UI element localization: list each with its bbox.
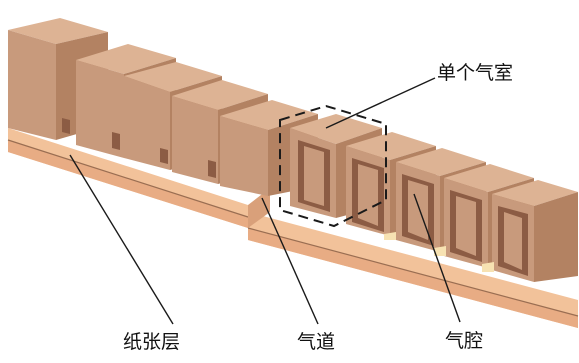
label-air-channel: 气道 xyxy=(297,331,336,353)
label-air-cavity: 气腔 xyxy=(445,330,484,352)
chamber-slots xyxy=(62,118,216,178)
leader-paper-layer xyxy=(69,154,174,325)
single-chamber-highlight-box xyxy=(279,104,387,228)
label-single-chamber: 单个气室 xyxy=(437,62,514,84)
cavity-floors xyxy=(384,232,494,272)
leader-air-channel xyxy=(261,197,319,325)
leader-air-cavity xyxy=(413,193,461,323)
label-paper-layer: 纸张层 xyxy=(123,331,181,353)
leader-lines xyxy=(69,77,461,325)
leader-single-chamber xyxy=(325,77,436,129)
paper-layer xyxy=(7,128,579,328)
chamber-block-10 xyxy=(492,180,578,282)
